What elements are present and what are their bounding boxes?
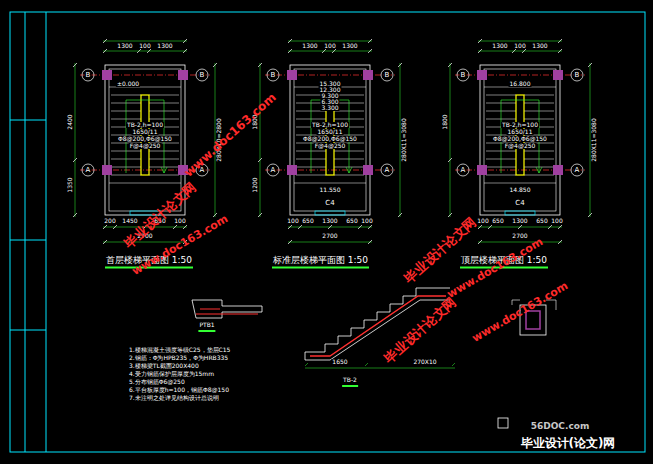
detail-label: TB-2 xyxy=(342,377,358,387)
elevation: ±0.000 xyxy=(116,81,140,87)
rebar-note: 1650/11 xyxy=(317,129,344,135)
window-label: C4 xyxy=(324,200,335,207)
rebar-note: F@4@250 xyxy=(314,143,347,149)
axis-label: B xyxy=(574,72,581,79)
rebar-note: Φ8@200,Φ6@150 xyxy=(302,136,358,142)
watermark: 毕业设计(论文)网 xyxy=(520,437,617,449)
note-line: 1.楼梯混凝土强度等级C25，垫层C15 xyxy=(128,347,231,353)
rebar-note: Φ8@200,Φ6@150 xyxy=(117,136,173,142)
watermark: www.doc163.com xyxy=(469,280,570,345)
note-line: 5.分布钢筋Φ6@250 xyxy=(128,379,186,385)
note-line: 2.钢筋：Φ为HPB235，Φ为HRB335 xyxy=(128,355,229,361)
axis-label: A xyxy=(574,167,581,174)
watermark: 毕业设计论文网 xyxy=(401,214,479,286)
axis-label: A xyxy=(384,167,391,174)
dimension: 1800 xyxy=(442,113,448,130)
rebar-note: Φ8@200,Φ6@150 xyxy=(492,136,548,142)
note-line: 6.平台板厚度h=100，钢筋Φ8@150 xyxy=(128,387,230,393)
watermark: www.doc163.com xyxy=(181,90,279,180)
axis-label: A xyxy=(85,167,92,174)
elevation: 11.550 xyxy=(319,187,342,193)
dimension: 1650 xyxy=(331,359,348,365)
axis-label: A xyxy=(460,167,467,174)
dimension: 650 xyxy=(535,218,548,224)
dimension: 1300 xyxy=(341,43,358,49)
dimension: 1300 xyxy=(491,43,508,49)
rebar-note: TB-2,h=100 xyxy=(501,122,539,128)
dimension: 1300 xyxy=(511,218,528,224)
dimension: 1200 xyxy=(252,176,258,193)
dimension: 2400 xyxy=(67,113,73,130)
dimension: 280X11=3080 xyxy=(401,117,407,163)
rebar-note: TB-2,h=100 xyxy=(311,122,349,128)
dimension: 1300 xyxy=(156,43,173,49)
rebar-note: 1650/11 xyxy=(507,129,534,135)
detail-label: PTB1 xyxy=(198,322,215,332)
dimension: 1300 xyxy=(531,43,548,49)
plan-caption: 标准层楼梯平面图 1:50 xyxy=(272,256,369,269)
dimension: 650 xyxy=(301,218,314,224)
dimension: 100 xyxy=(550,218,563,224)
rebar-note: F@4@250 xyxy=(129,143,162,149)
axis-label: B xyxy=(270,72,277,79)
rebar-note: F@4@250 xyxy=(504,143,537,149)
axis-label: B xyxy=(384,72,391,79)
elevation: 14.850 xyxy=(509,187,532,193)
dimension: 1300 xyxy=(321,218,338,224)
watermark: 56DOC.com xyxy=(530,422,591,431)
dimension: 1350 xyxy=(67,176,73,193)
watermark: 毕业设计论文网 xyxy=(381,294,459,366)
dimension: 200 xyxy=(103,218,116,224)
dimension: 100 xyxy=(323,43,336,49)
dimension: 1300 xyxy=(301,43,318,49)
axis-label: B xyxy=(460,72,467,79)
dimension: 2700 xyxy=(321,233,338,239)
dimension: 280X11=3080 xyxy=(591,117,597,163)
note-line: 4.受力钢筋保护层厚度为15mm xyxy=(128,371,215,377)
dimension: 650 xyxy=(491,218,504,224)
axis-label: B xyxy=(85,72,92,79)
dimension: 2700 xyxy=(511,233,528,239)
window-label: C4 xyxy=(514,200,525,207)
axis-label: B xyxy=(199,72,206,79)
dimension: 100 xyxy=(286,218,299,224)
rebar-note: TB-2,h=100 xyxy=(126,122,164,128)
elevation: 3.300 xyxy=(320,105,339,111)
axis-label: A xyxy=(270,167,277,174)
note-line: 7.未注明之处详见结构设计总说明 xyxy=(128,395,220,401)
dimension: 100 xyxy=(173,218,186,224)
dimension: 270X10 xyxy=(412,359,437,365)
dimension: 100 xyxy=(138,43,151,49)
elevation: 16.800 xyxy=(509,81,532,87)
dimension: 1300 xyxy=(116,43,133,49)
dimension: 1450 xyxy=(121,218,138,224)
dimension: 650 xyxy=(345,218,358,224)
note-line: 3.楼梯梁TL截面200X400 xyxy=(128,363,200,369)
dimension: 100 xyxy=(513,43,526,49)
dimension: 100 xyxy=(360,218,373,224)
rebar-note: 1650/11 xyxy=(132,129,159,135)
